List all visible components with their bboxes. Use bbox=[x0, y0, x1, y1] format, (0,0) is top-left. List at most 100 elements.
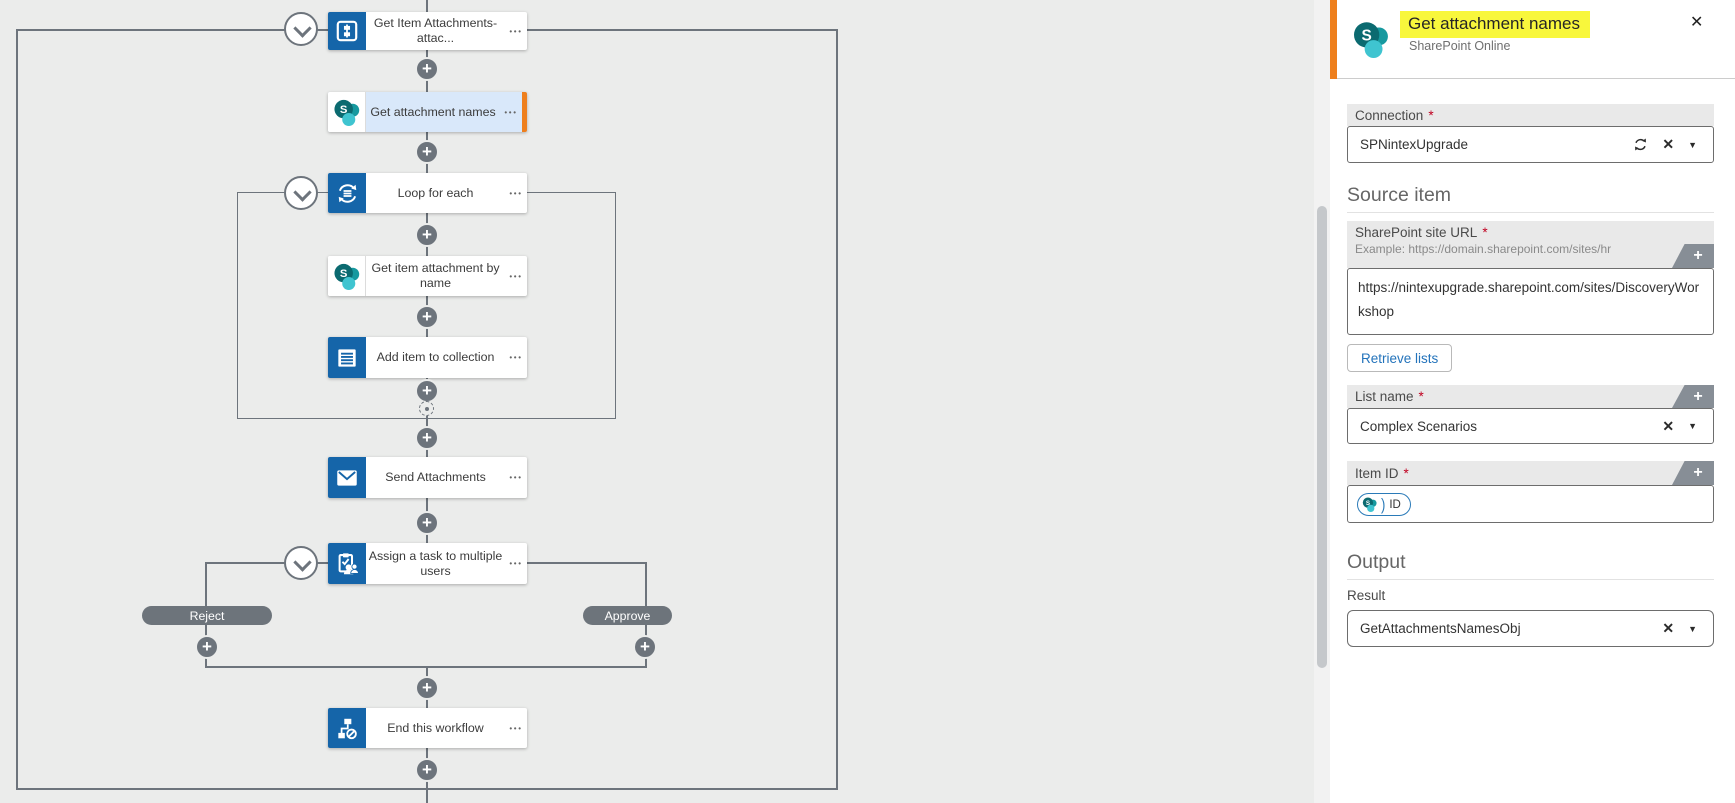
chevron-down-icon[interactable]: ▼ bbox=[1688, 139, 1697, 150]
connection-select[interactable]: SPNintexUpgrade ✕ ▼ bbox=[1347, 126, 1714, 163]
chevron-down-icon[interactable]: ▼ bbox=[1688, 421, 1697, 431]
sharepoint-icon bbox=[1362, 497, 1377, 512]
clear-icon[interactable]: ✕ bbox=[1662, 136, 1675, 152]
sharepoint-logo-icon bbox=[1354, 22, 1388, 58]
connection-label: Connection * bbox=[1347, 104, 1714, 126]
item-id-input[interactable]: ) ID bbox=[1347, 485, 1714, 523]
item-id-label-block: Item ID * + bbox=[1347, 461, 1714, 485]
section-divider bbox=[1347, 579, 1714, 580]
accent-bar bbox=[1330, 0, 1337, 79]
panel-header: Get attachment names SharePoint Online ✕ bbox=[1330, 0, 1735, 79]
canvas-scrollbar[interactable] bbox=[1314, 0, 1330, 803]
node-menu-icon[interactable]: ••• bbox=[509, 723, 523, 733]
node-menu-icon[interactable]: ••• bbox=[509, 559, 523, 568]
add-action-button[interactable]: + bbox=[415, 140, 439, 164]
connector bbox=[205, 562, 207, 607]
panel-title: Get attachment names bbox=[1400, 11, 1590, 38]
node-get-item-attachments[interactable]: Get Item Attachments- attac... ••• bbox=[328, 12, 527, 50]
list-name-select[interactable]: Complex Scenarios ✕ ▼ bbox=[1347, 408, 1714, 444]
add-action-button[interactable]: + bbox=[415, 57, 439, 81]
action-config-panel: Get attachment names SharePoint Online ✕… bbox=[1330, 0, 1735, 803]
connector bbox=[645, 562, 647, 607]
loop-icon bbox=[328, 173, 366, 213]
node-menu-icon[interactable]: ••• bbox=[504, 107, 518, 117]
node-get-attachment-names[interactable]: Get attachment names ••• bbox=[328, 92, 527, 132]
add-action-button[interactable]: + bbox=[415, 426, 439, 450]
site-url-input[interactable]: https://nintexupgrade.sharepoint.com/sit… bbox=[1347, 268, 1714, 335]
add-action-button[interactable]: + bbox=[415, 223, 439, 247]
collection-icon bbox=[328, 337, 366, 378]
node-loop-for-each[interactable]: Loop for each ••• bbox=[328, 173, 527, 213]
node-menu-icon[interactable]: ••• bbox=[509, 271, 523, 281]
required-mark: * bbox=[1428, 107, 1434, 123]
collapse-chevron-icon[interactable] bbox=[284, 176, 318, 210]
retrieve-lists-button[interactable]: Retrieve lists bbox=[1347, 344, 1453, 372]
collapse-chevron-icon[interactable] bbox=[284, 12, 318, 46]
token-label: ID bbox=[1389, 498, 1401, 511]
envelope-icon bbox=[328, 457, 366, 498]
loop-end-icon bbox=[419, 401, 434, 416]
add-action-button[interactable]: + bbox=[415, 305, 439, 329]
node-send-attachments[interactable]: Send Attachments ••• bbox=[328, 457, 527, 498]
insert-variable-button[interactable]: + bbox=[1672, 461, 1714, 485]
list-name-value: Complex Scenarios bbox=[1360, 418, 1478, 434]
node-get-item-attachment-by-name[interactable]: Get item attachment by name ••• bbox=[328, 256, 527, 296]
site-url-label: SharePoint site URL* bbox=[1355, 225, 1488, 240]
node-label: Add item to collection bbox=[376, 350, 495, 365]
node-menu-icon[interactable]: ••• bbox=[509, 188, 523, 198]
add-action-button[interactable]: + bbox=[415, 511, 439, 535]
connection-value: SPNintexUpgrade bbox=[1360, 137, 1469, 152]
node-label: End this workflow bbox=[387, 720, 484, 735]
end-workflow-icon bbox=[328, 708, 366, 748]
required-mark: * bbox=[1418, 389, 1424, 404]
node-menu-icon[interactable]: ••• bbox=[509, 353, 523, 362]
clear-icon[interactable]: ✕ bbox=[1662, 620, 1675, 636]
refresh-icon[interactable] bbox=[1633, 137, 1648, 152]
result-value: GetAttachmentsNamesObj bbox=[1360, 621, 1521, 636]
node-label: Assign a task to multiple users bbox=[368, 548, 503, 578]
node-label: Get attachment names bbox=[370, 104, 496, 119]
action-set-icon bbox=[328, 12, 366, 50]
assign-task-icon bbox=[328, 543, 366, 584]
required-mark: * bbox=[1403, 465, 1409, 481]
node-menu-icon[interactable]: ••• bbox=[509, 473, 523, 482]
site-url-hint: Example: https://domain.sharepoint.com/s… bbox=[1355, 242, 1612, 256]
add-action-button[interactable]: + bbox=[415, 676, 439, 700]
add-action-button[interactable]: + bbox=[415, 758, 439, 782]
node-add-item-to-collection[interactable]: Add item to collection ••• bbox=[328, 337, 527, 378]
section-title-output: Output bbox=[1347, 551, 1406, 573]
close-icon[interactable]: ✕ bbox=[1690, 14, 1704, 31]
section-title-source-item: Source item bbox=[1347, 184, 1452, 206]
chevron-down-icon[interactable]: ▼ bbox=[1688, 623, 1697, 634]
selected-indicator bbox=[522, 92, 527, 132]
branch-label-approve[interactable]: Approve bbox=[583, 606, 672, 625]
section-divider bbox=[1347, 212, 1714, 213]
connector-merge bbox=[205, 666, 647, 668]
node-end-this-workflow[interactable]: End this workflow ••• bbox=[328, 708, 527, 748]
scrollbar-thumb[interactable] bbox=[1317, 206, 1327, 668]
panel-subtitle: SharePoint Online bbox=[1409, 39, 1511, 53]
site-url-label-block: SharePoint site URL* Example: https://do… bbox=[1347, 221, 1714, 268]
insert-variable-button[interactable]: + bbox=[1672, 385, 1714, 408]
add-action-button[interactable]: + bbox=[633, 635, 657, 659]
add-action-button[interactable]: + bbox=[195, 635, 219, 659]
connector bbox=[426, 378, 428, 457]
collapse-chevron-icon[interactable] bbox=[284, 546, 318, 580]
required-mark: * bbox=[1482, 225, 1488, 240]
sharepoint-icon bbox=[328, 256, 366, 296]
id-variable-token[interactable]: ) ID bbox=[1357, 493, 1411, 516]
add-action-button[interactable]: + bbox=[415, 379, 439, 403]
result-label: Result bbox=[1347, 588, 1386, 603]
sharepoint-icon bbox=[328, 92, 366, 132]
workflow-canvas[interactable]: + + + + + + + + + + + Get Item Attachmen… bbox=[0, 0, 1314, 803]
connector-branch-left bbox=[207, 562, 330, 564]
node-menu-icon[interactable]: ••• bbox=[509, 26, 523, 36]
clear-icon[interactable]: ✕ bbox=[1662, 417, 1675, 434]
branch-label-reject[interactable]: Reject bbox=[142, 606, 272, 625]
token-divider-icon: ) bbox=[1381, 495, 1386, 514]
node-label: Send Attachments bbox=[385, 470, 486, 485]
result-select[interactable]: GetAttachmentsNamesObj ✕ ▼ bbox=[1347, 610, 1714, 647]
node-label: Get item attachment by name bbox=[371, 261, 500, 290]
node-assign-task-multiple-users[interactable]: Assign a task to multiple users ••• bbox=[328, 543, 527, 584]
